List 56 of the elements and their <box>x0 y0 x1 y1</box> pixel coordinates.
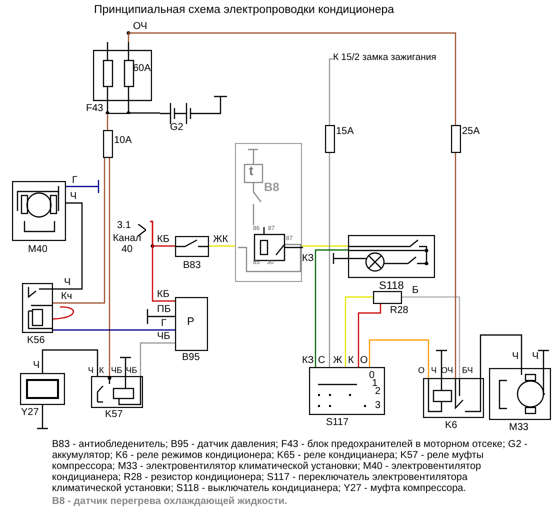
component-label: K6 <box>445 421 458 431</box>
component-label: B95 <box>182 353 200 363</box>
fuse-rating: 25А <box>462 127 480 137</box>
diagram-title: Принципиальная схема электропроводки кондиционера <box>94 5 394 16</box>
wire-code: Ч <box>70 192 77 202</box>
component-label: S117 <box>326 418 349 428</box>
wire-code: Г <box>161 319 166 329</box>
component-label: M33 <box>509 423 528 433</box>
wire-code: КЗ <box>302 356 314 366</box>
wire-code: ПБ <box>157 305 171 315</box>
wire-code: ЧБ <box>126 366 138 374</box>
legend-text: B83 - антиобледенитель; B95 - датчик давления; F43 - блок предохранителей в моторном отсеке; G2 - аккумулятор; K6 - реле режимов кондиционера; K65 - реле кондицианера; K57 - реле муфты компрессора; M33 - электровентилятор климатической установки; M40 - электровентилятор кондицианера; R28 - резистор кондиционера; S117 - переключатель электровентилятора климатической установки; S118 - выключатель кондицианера; Y27 - муфта компрессора. <box>52 439 529 494</box>
wire-code: ЧБ <box>157 332 170 342</box>
wire-code: С <box>318 356 326 366</box>
wire-code: Ж <box>333 356 342 366</box>
component-label: K56 <box>27 336 45 346</box>
wire-code: КБ <box>157 290 170 300</box>
fuse-rating: 10А <box>114 136 132 146</box>
wire-code: Б <box>412 286 419 296</box>
wire-code: Ч <box>33 361 40 371</box>
wire-code: Ч <box>64 278 71 288</box>
component-label: F43 <box>86 104 104 114</box>
component-label: B83 <box>183 261 201 271</box>
sensor-symbol-letter: P <box>187 317 194 328</box>
wire-code: О <box>418 366 425 374</box>
component-label: G2 <box>170 123 184 133</box>
switch-position: 2 <box>375 387 381 397</box>
fuse-rating: 60А <box>133 64 151 74</box>
wire-code: Ч <box>431 366 437 374</box>
wire-code: КБ <box>157 235 170 245</box>
wire-code: Ч <box>88 366 94 374</box>
connector-number: 3.1 <box>117 221 131 231</box>
wire-code: К <box>348 356 354 366</box>
legend-text: B8 - датчик перегрева охлаждающей жидкости. <box>52 497 288 507</box>
component-label: S118 <box>379 281 404 292</box>
wire-code: Г <box>72 176 78 186</box>
switch-position: 3 <box>375 401 381 411</box>
component-label: Y27 <box>21 408 39 418</box>
component-label: K57 <box>105 410 123 420</box>
wire-code: Ч <box>532 352 539 362</box>
component-label: M40 <box>28 245 48 255</box>
fuse-rating: 15А <box>336 127 354 137</box>
wire-code: ОЧ <box>133 22 148 32</box>
wire-code: ЖК <box>213 235 228 245</box>
wire-code: О <box>360 356 368 366</box>
connector-label: Канал 40 <box>112 233 142 255</box>
wire-code: ЧБ <box>111 366 122 374</box>
wire-code: К <box>99 366 104 374</box>
component-label: R28 <box>390 306 408 316</box>
sensor-symbol-letter: t <box>249 164 254 177</box>
wire-code: КЗ <box>302 254 314 264</box>
wire-code: Кч <box>61 292 72 302</box>
switch-position: 0 <box>369 371 375 381</box>
component-label: B8 <box>264 181 280 193</box>
wire-code: Ч <box>512 352 519 362</box>
wire-code: БЧ <box>462 366 473 374</box>
